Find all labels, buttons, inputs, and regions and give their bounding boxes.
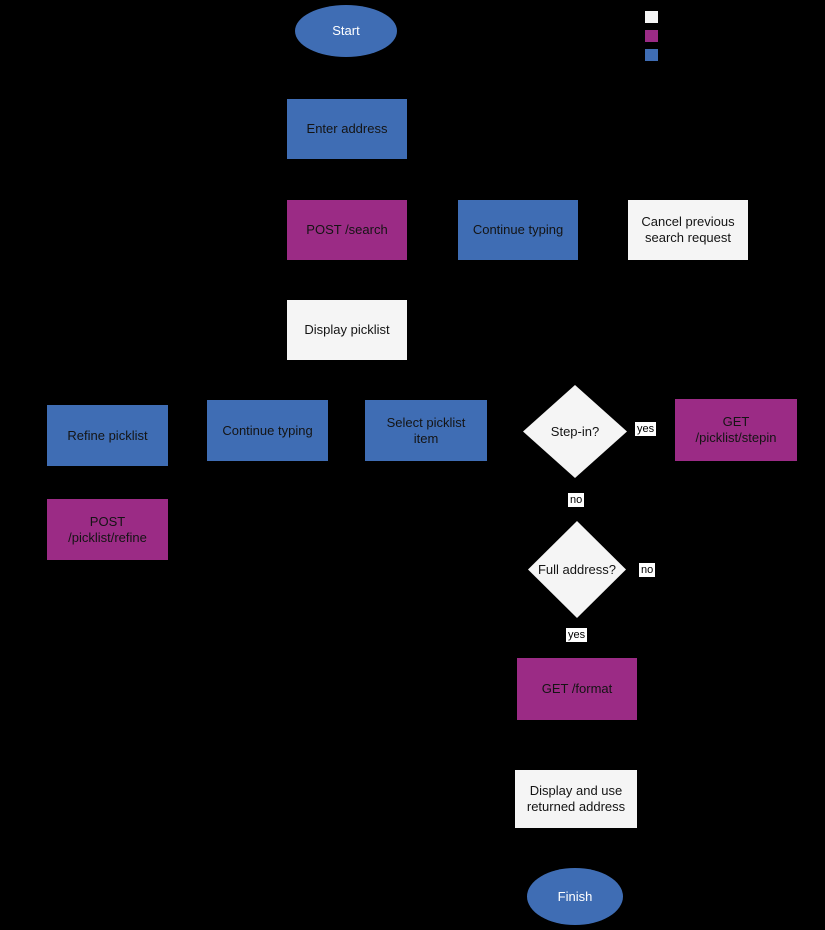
display-picklist-node: Display picklist [287, 300, 407, 360]
full-address-no-label: no [639, 563, 656, 577]
select-picklist-item-node: Select picklist item [365, 400, 487, 461]
start-node-label: Start [332, 23, 360, 38]
full-address-yes-label: yes [566, 628, 588, 642]
legend-magenta-swatch [645, 30, 658, 42]
get-format-node: GET /format [517, 658, 637, 720]
legend-blue-swatch [645, 49, 658, 61]
post-picklist-refine-label: POST /picklist/refine [68, 513, 147, 545]
display-returned-address-node: Display and use returned address [515, 770, 637, 828]
post-search-label: POST /search [306, 222, 388, 237]
refine-picklist-label: Refine picklist [67, 427, 148, 443]
get-picklist-stepin-label: GET /picklist/stepin [695, 414, 777, 445]
cancel-previous-label: Cancel previous search request [641, 214, 735, 245]
select-picklist-item-label: Select picklist item [386, 414, 466, 446]
continue-typing-node-1: Continue typing [458, 200, 578, 260]
display-returned-address-label: Display and use returned address [526, 783, 626, 814]
full-address-decision-label: Full address? [537, 561, 617, 577]
enter-address-label: Enter address [306, 121, 388, 136]
get-format-label: GET /format [541, 681, 613, 696]
stepin-decision-node: Step-in? [523, 385, 627, 478]
start-node: Start [295, 5, 397, 57]
legend-light-swatch [645, 11, 658, 23]
full-address-decision-node: Full address? [528, 521, 626, 618]
post-search-node: POST /search [287, 200, 407, 260]
continue-typing-label-2: Continue typing [222, 422, 313, 438]
continue-typing-label-1: Continue typing [472, 222, 564, 237]
stepin-yes-label: yes [635, 422, 657, 436]
stepin-no-label: no [568, 493, 585, 507]
finish-node: Finish [527, 868, 623, 925]
post-picklist-refine-node: POST /picklist/refine [47, 499, 168, 560]
get-picklist-stepin-node: GET /picklist/stepin [675, 399, 797, 461]
refine-picklist-node: Refine picklist [47, 405, 168, 466]
enter-address-node: Enter address [287, 99, 407, 159]
stepin-decision-label: Step-in? [550, 423, 600, 439]
cancel-previous-node: Cancel previous search request [628, 200, 748, 260]
display-picklist-label: Display picklist [304, 322, 390, 337]
finish-node-label: Finish [557, 888, 593, 904]
continue-typing-node-2: Continue typing [207, 400, 328, 461]
